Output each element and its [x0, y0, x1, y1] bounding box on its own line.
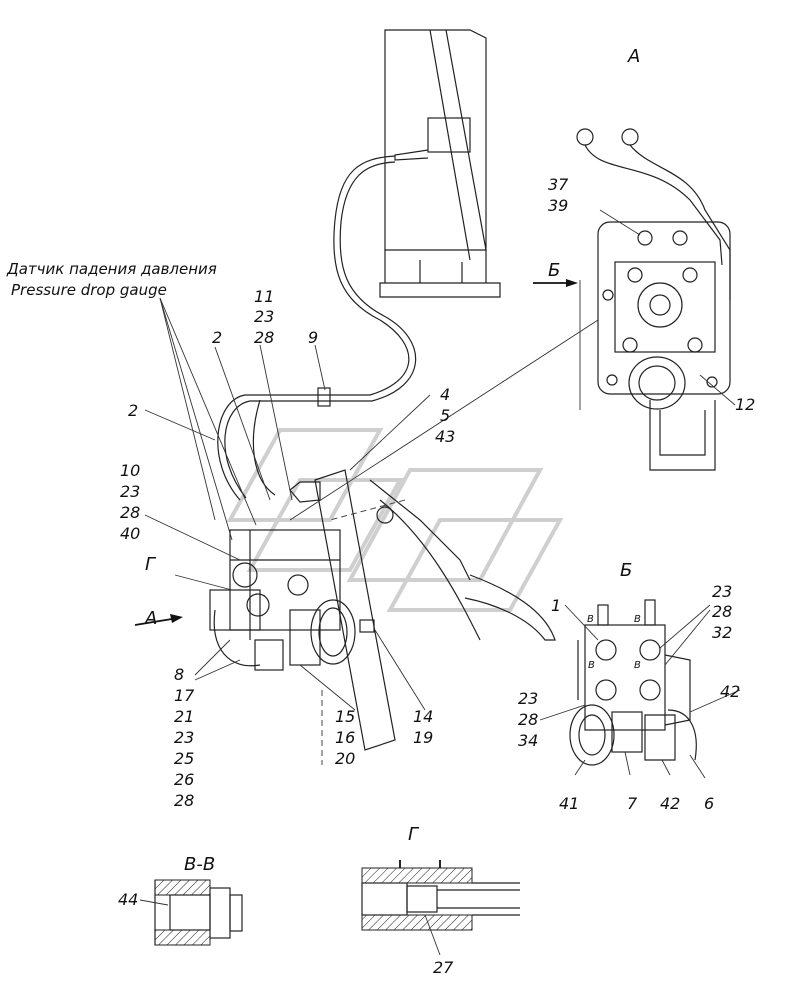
view-a-label: А — [627, 46, 640, 67]
callout-5: 5 — [440, 406, 450, 425]
view-a-arrow-label: А — [144, 608, 157, 629]
callout-40: 40 — [120, 524, 140, 543]
callout-10: 10 — [120, 461, 140, 480]
callout-41: 41 — [559, 794, 579, 813]
arrow-heads — [170, 279, 578, 623]
view-b-drawing — [569, 599, 697, 766]
callout-28-b: 28 — [120, 503, 140, 522]
callout-44: 44 — [118, 890, 138, 909]
callout-34: 34 — [518, 731, 538, 750]
leader-lines — [134, 209, 741, 956]
cut-v-label-2: В — [634, 614, 641, 625]
cab-panel — [379, 29, 501, 298]
callout-1: 1 — [551, 596, 561, 615]
callout-19: 19 — [413, 728, 433, 747]
callout-4: 4 — [440, 385, 450, 404]
view-g-label: Г — [145, 554, 157, 575]
callout-23-a: 23 — [254, 307, 274, 326]
callout-2-left: 2 — [128, 401, 138, 420]
section-vv-label: В-В — [184, 854, 215, 875]
view-b-label: Б — [620, 560, 632, 581]
cut-v-label-1: В — [587, 614, 594, 625]
callout-39: 39 — [548, 196, 568, 215]
callout-11: 11 — [254, 287, 274, 306]
callout-26: 26 — [174, 770, 194, 789]
callout-23-b: 23 — [120, 482, 140, 501]
callout-6: 6 — [704, 794, 714, 813]
callout-9: 9 — [308, 328, 318, 347]
callout-2-top: 2 — [212, 328, 222, 347]
callout-28-e: 28 — [518, 710, 538, 729]
callout-28-a: 28 — [254, 328, 274, 347]
callout-17: 17 — [174, 686, 195, 705]
callout-16: 16 — [335, 728, 355, 747]
callout-32: 32 — [712, 623, 732, 642]
callout-8: 8 — [174, 665, 184, 684]
callout-21: 21 — [174, 707, 194, 726]
callout-43: 43 — [435, 427, 455, 446]
callout-37: 37 — [548, 175, 569, 194]
cut-v-label-3: В — [588, 660, 595, 671]
callout-28-c: 28 — [174, 791, 194, 810]
cut-v-label-4: В — [634, 660, 641, 671]
callout-25: 25 — [174, 749, 194, 768]
gauge-caption-en: Pressure drop gauge — [11, 281, 167, 299]
callout-23-d: 23 — [712, 582, 732, 601]
section-vv-drawing — [154, 879, 243, 946]
callout-42-a: 42 — [720, 682, 740, 701]
callout-23-e: 23 — [518, 689, 538, 708]
watermark — [226, 428, 564, 612]
gauge-caption-ru: Датчик падения давления — [6, 260, 217, 278]
view-b-arrow-label: Б — [548, 260, 560, 281]
view-g-detail-label: Г — [408, 824, 420, 845]
callout-28-d: 28 — [712, 602, 732, 621]
callout-20: 20 — [335, 749, 355, 768]
callout-7: 7 — [627, 794, 638, 813]
view-a-drawing — [289, 128, 731, 521]
callout-15: 15 — [335, 707, 355, 726]
callout-23-c: 23 — [174, 728, 194, 747]
view-g-drawing — [361, 860, 520, 931]
callout-42-b: 42 — [660, 794, 680, 813]
callout-27: 27 — [433, 958, 454, 977]
valve-assembly — [209, 469, 556, 765]
callout-14: 14 — [413, 707, 433, 726]
callout-12: 12 — [735, 395, 755, 414]
